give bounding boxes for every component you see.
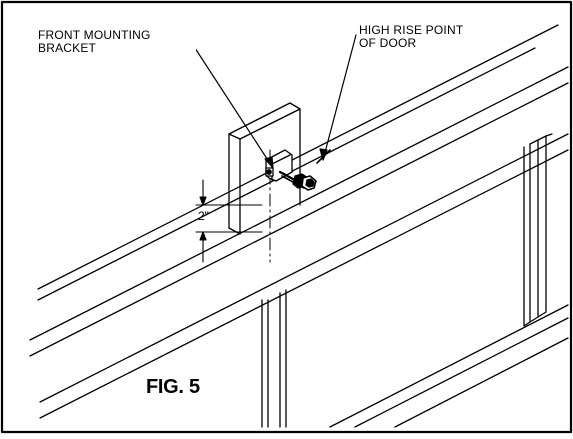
drawing-frame: [2, 2, 571, 432]
leader-high-rise: [323, 35, 356, 160]
figure-caption: FIG. 5: [146, 376, 200, 398]
leader-lines: [193, 35, 356, 168]
door-panel-section: [40, 134, 568, 427]
leader-front-bracket: [193, 45, 273, 168]
high-rise-point-label: HIGH RISE POINT OF DOOR: [359, 23, 464, 50]
upper-rail: [30, 25, 568, 356]
dimension-label: 2": [198, 209, 209, 223]
front-mounting-bracket-label: FRONT MOUNTING BRACKET: [38, 28, 151, 55]
vertical-member: [262, 290, 286, 427]
door-stile: [524, 134, 552, 326]
dimension-2in: [196, 180, 262, 262]
bolt: [280, 172, 316, 190]
header-block: [229, 103, 300, 234]
